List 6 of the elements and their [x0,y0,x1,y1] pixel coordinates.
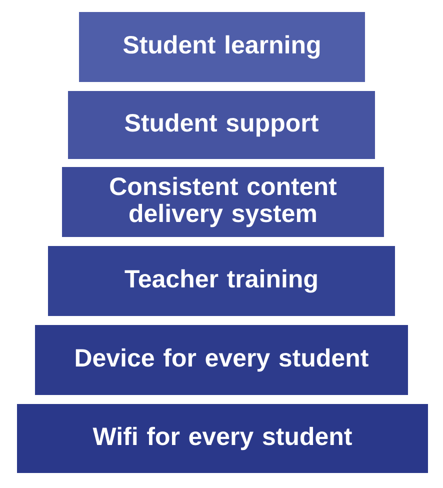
tier-box: Consistent content delivery system [62,167,384,237]
tier-box: Student support [68,91,375,159]
tier-box: Wifi for every student [17,404,428,473]
tier-box: Device for every student [35,325,408,395]
tier-box: Student learning [79,12,365,82]
tier-box: Teacher training [48,246,395,316]
